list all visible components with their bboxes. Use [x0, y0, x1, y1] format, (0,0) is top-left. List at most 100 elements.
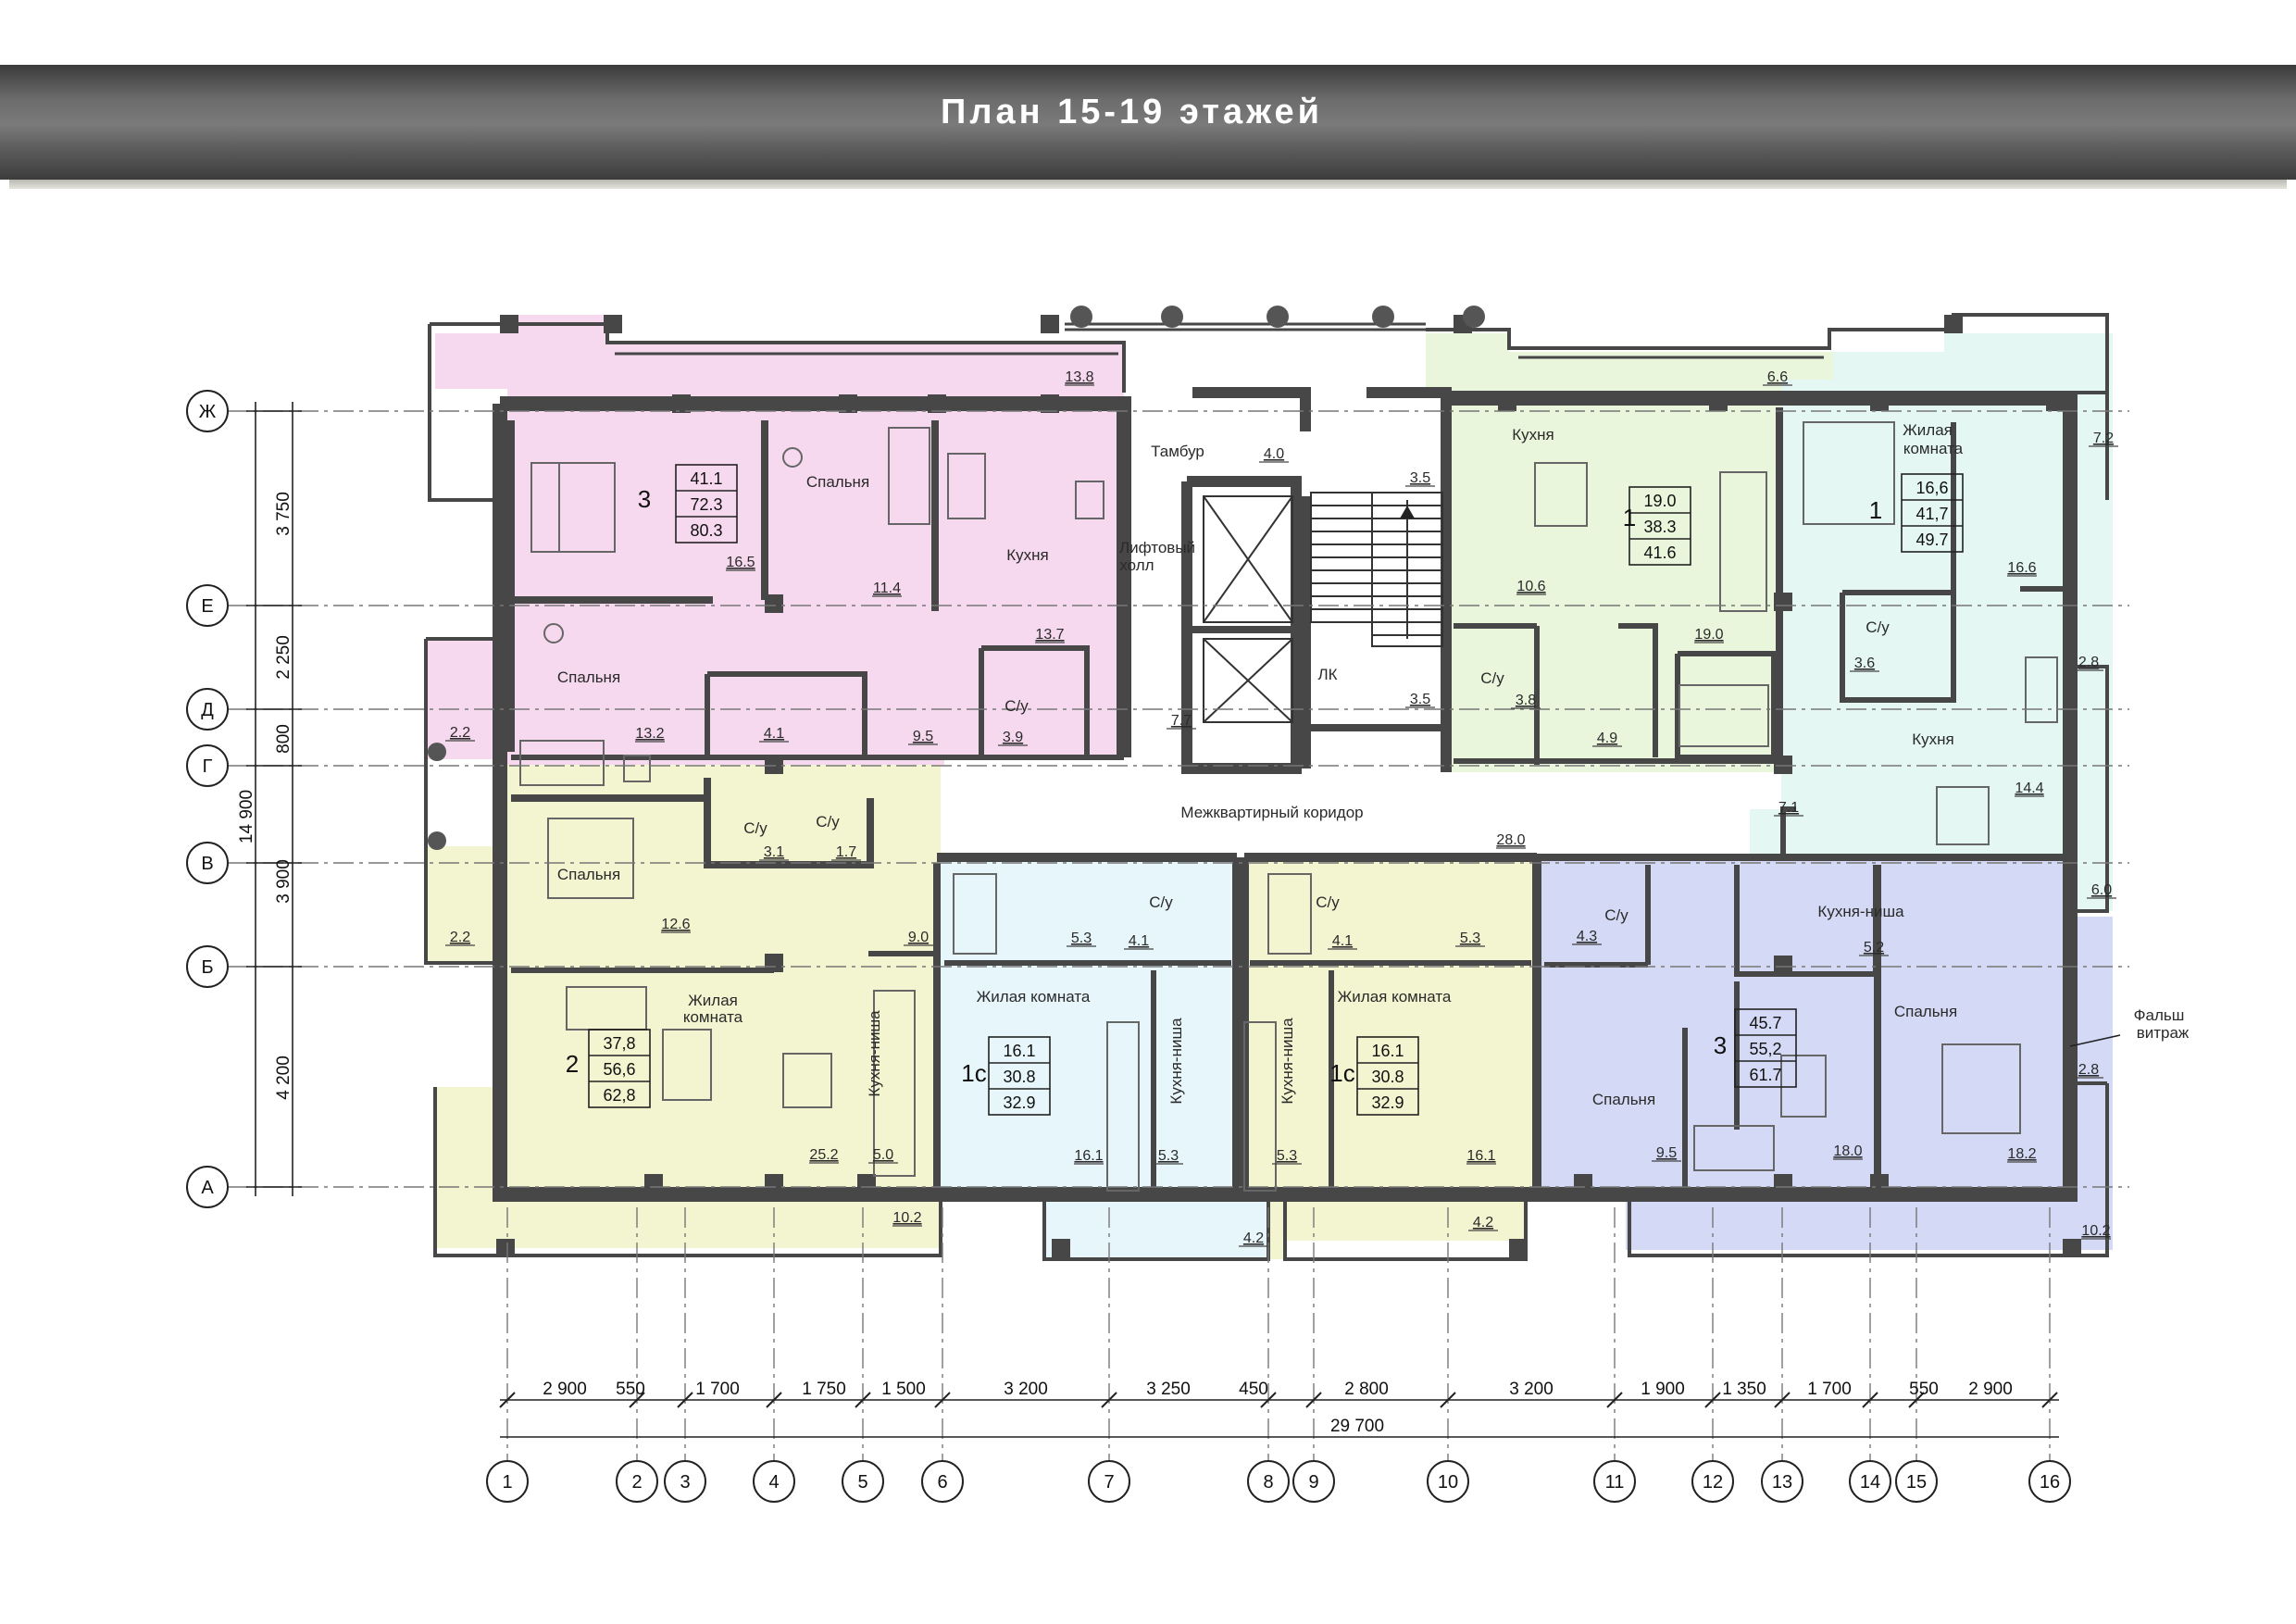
- axis-circle: [186, 584, 229, 627]
- left-dim-4: 3 900: [274, 859, 293, 904]
- area-label: 11.4: [873, 581, 901, 596]
- area-label: 16.5: [726, 555, 755, 570]
- bottom-dim-total: 29 700: [1330, 1417, 1384, 1436]
- apartment-full-area: 49.7: [1915, 531, 1948, 549]
- zone-balcony-left-bottom: [426, 846, 507, 963]
- axis-bubble-13: 13: [1761, 1460, 1803, 1503]
- page-title: План 15-19 этажей: [941, 93, 1324, 131]
- axis-circle: [186, 688, 229, 731]
- area-label: 13.2: [635, 726, 664, 742]
- area-label: 5.3: [1071, 931, 1092, 946]
- axis-circle: [842, 1460, 884, 1503]
- zone-studio-left: [941, 857, 1268, 1259]
- apartment-living-area: 16.1: [1003, 1042, 1035, 1060]
- left-dim-5: 4 200: [274, 1056, 293, 1100]
- room-label: Спальня: [1894, 1003, 1957, 1020]
- apartment-living-area: 37,8: [603, 1034, 635, 1053]
- axis-bubble-1: 1: [486, 1460, 529, 1503]
- room-label: Тамбур: [1151, 443, 1204, 460]
- area-label: 10.2: [892, 1210, 921, 1226]
- room-label: Кухня-ниша: [1817, 903, 1904, 920]
- room-label: Фальш: [2134, 1006, 2185, 1024]
- room-label: С/у: [1149, 893, 1173, 911]
- area-label: 4.3: [1577, 929, 1597, 944]
- apartment-box: [675, 464, 738, 543]
- area-label: 5.0: [873, 1147, 893, 1163]
- axis-circle: [616, 1460, 658, 1503]
- apartment-full-area: 62,8: [603, 1086, 635, 1105]
- apartment-info-2: 16.130.832.91с: [961, 1036, 1051, 1116]
- bottom-dim: 1 750: [802, 1380, 846, 1399]
- axis-bubble-Е: Е: [186, 584, 229, 627]
- area-label: 6.0: [2091, 882, 2112, 898]
- bottom-dim: 1 350: [1722, 1380, 1766, 1399]
- area-label: 18.0: [1833, 1143, 1862, 1159]
- area-label: 3.8: [1516, 693, 1536, 708]
- apartment-box: [1628, 486, 1691, 566]
- apartment-info-1: 37,856,662,82: [566, 1029, 651, 1108]
- axis-label: 4: [768, 1472, 779, 1493]
- area-label: 4.1: [1332, 933, 1353, 949]
- apartment-total-area: 55,2: [1749, 1040, 1781, 1058]
- axis-circle: [1427, 1460, 1469, 1503]
- room-label: Жилая комната: [977, 988, 1091, 1006]
- apartment-info-6: 45.755,261.73: [1714, 1008, 1797, 1088]
- apartment-box: [1734, 1008, 1797, 1088]
- axis-circle: [1593, 1460, 1636, 1503]
- area-label: 3.5: [1410, 692, 1430, 707]
- area-label: 10.2: [2081, 1223, 2110, 1239]
- axis-label: 12: [1703, 1472, 1723, 1493]
- area-label: 2.2: [450, 930, 470, 945]
- bottom-dim: 1 700: [695, 1380, 740, 1399]
- area-label: 7.7: [1171, 713, 1192, 729]
- room-label: комната: [683, 1008, 743, 1026]
- axis-circle: [186, 945, 229, 988]
- apartment-room-count: 3: [638, 485, 651, 513]
- apartment-box: [1356, 1036, 1419, 1116]
- apartment-info-4: 19.038.341.61: [1623, 486, 1691, 566]
- axis-bubble-4: 4: [753, 1460, 795, 1503]
- axis-circle: [1895, 1460, 1938, 1503]
- room-label: Кухня: [1912, 731, 1954, 748]
- area-label: 25.2: [809, 1147, 838, 1163]
- axis-bubble-2: 2: [616, 1460, 658, 1503]
- axis-bubble-7: 7: [1088, 1460, 1130, 1503]
- area-label: 2.8: [2078, 1062, 2099, 1078]
- room-label-vertical: Кухня-ниша: [866, 1010, 883, 1097]
- area-label: 3.6: [1854, 656, 1875, 671]
- apartment-room-count: 1: [1623, 504, 1636, 531]
- bottom-dim: 1 900: [1641, 1380, 1685, 1399]
- area-label: 16.6: [2007, 560, 2036, 576]
- area-label: 19.0: [1694, 627, 1723, 643]
- area-label: 13.7: [1035, 627, 1064, 643]
- area-label: 5.2: [1864, 940, 1884, 956]
- axis-circle: [486, 1460, 529, 1503]
- zone-balcony-left-top: [426, 639, 507, 759]
- area-label: 6.6: [1767, 369, 1788, 385]
- room-label: С/у: [816, 813, 840, 831]
- axis-circle: [1247, 1460, 1290, 1503]
- area-label: 4.1: [1129, 933, 1149, 949]
- area-label: 4.2: [1473, 1215, 1493, 1230]
- left-dimension-chain: [246, 402, 302, 1196]
- bottom-dim: 3 250: [1146, 1380, 1191, 1399]
- room-label: С/у: [1004, 697, 1029, 715]
- apartment-total-area: 72.3: [690, 495, 722, 514]
- area-label: 2.2: [450, 725, 470, 741]
- axis-label: 8: [1263, 1472, 1273, 1493]
- axis-circle: [186, 744, 229, 787]
- apartment-info-0: 41.172.380.33: [638, 464, 738, 543]
- room-label: витраж: [2137, 1024, 2190, 1042]
- apartment-total-area: 30.8: [1003, 1068, 1035, 1086]
- axis-bubble-6: 6: [921, 1460, 964, 1503]
- apartment-box: [1901, 473, 1964, 553]
- bottom-dim: 2 900: [1968, 1380, 2013, 1399]
- bottom-dim: 1 700: [1807, 1380, 1852, 1399]
- room-label: Жилая: [688, 992, 738, 1009]
- axis-label: Б: [201, 957, 213, 978]
- axis-label: 3: [680, 1472, 690, 1493]
- axis-label: 13: [1772, 1472, 1792, 1493]
- apartment-room-count: 1: [1869, 496, 1882, 524]
